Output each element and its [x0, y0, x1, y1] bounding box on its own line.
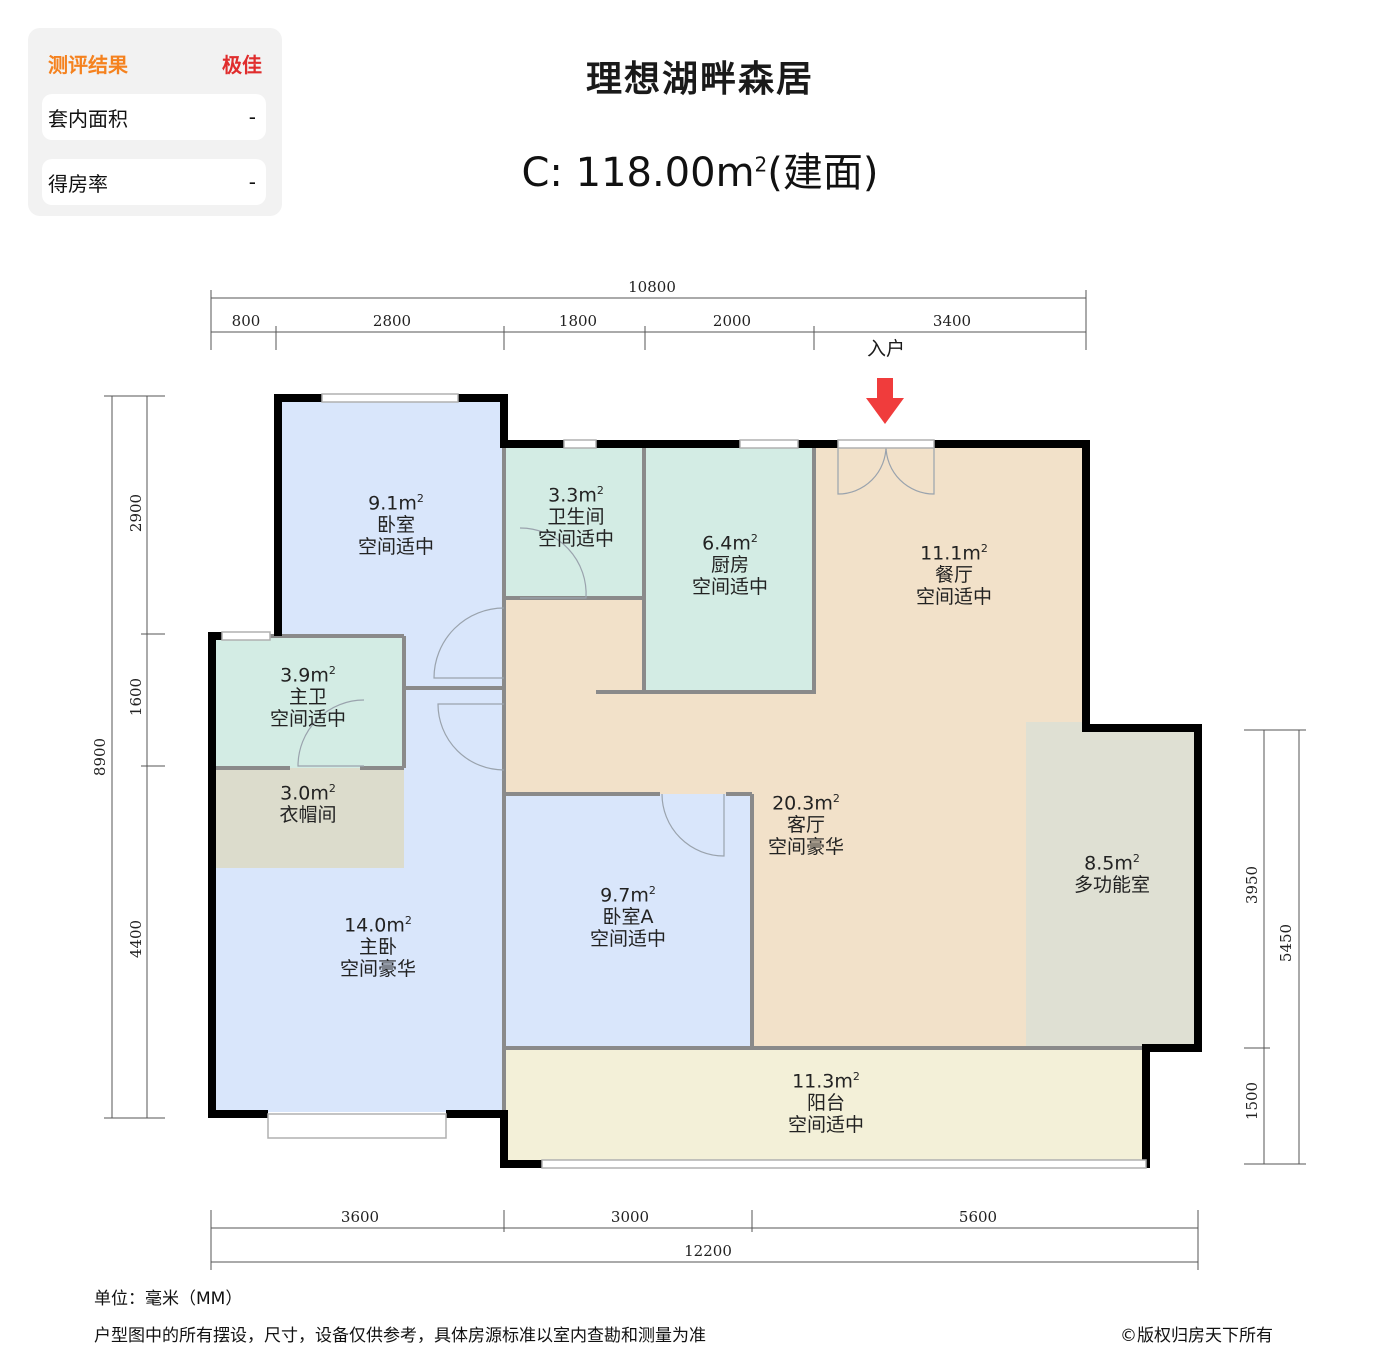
dim-left-seg-1: 2900: [127, 493, 145, 533]
dim-bottom-seg-3: 5600: [958, 1208, 998, 1226]
windows: [221, 393, 1147, 1169]
dim-right-total: 5450: [1277, 923, 1295, 963]
dim-left-total: 8900: [91, 737, 109, 777]
room-multi: 8.5m2 多功能室: [1073, 852, 1150, 897]
evaluation-rating: 极佳: [222, 52, 262, 77]
dimension-lines: [104, 290, 1306, 1270]
dim-top-seg-5: 3400: [932, 312, 972, 330]
dim-right-seg-2: 1500: [1243, 1081, 1261, 1121]
master-bath-fill: [214, 636, 404, 768]
room-fills: [214, 398, 1198, 1162]
unit-type: C: 118.00m2(建面): [0, 140, 1400, 198]
dim-top-total: 10800: [628, 278, 676, 296]
room-bedroom: 9.1m2 卧室 空间适中: [357, 492, 434, 559]
multi-fill: [1026, 722, 1198, 1048]
evaluation-card: 测评结果 极佳 套内面积 - 得房率 -: [28, 28, 282, 216]
room-master-bath: 3.9m2 主卫 空间适中: [269, 664, 346, 731]
efficiency-row: 得房率 -: [42, 159, 266, 205]
inner-area-row: 套内面积 -: [42, 94, 266, 140]
dim-right-seg-1: 3950: [1243, 865, 1261, 905]
inner-area-value: -: [248, 105, 256, 129]
room-kitchen: 6.4m2 厨房 空间适中: [691, 532, 768, 599]
dim-bottom-total: 12200: [684, 1242, 732, 1260]
dim-bottom-seg-2: 3000: [610, 1208, 650, 1226]
dim-left-seg-3: 4400: [127, 919, 145, 959]
room-bathroom: 3.3m2 卫生间 空间适中: [537, 484, 614, 551]
balcony-fill: [504, 1048, 1146, 1162]
unit-note: 单位：毫米（MM）: [94, 1289, 243, 1309]
room-balcony: 11.3m2 阳台 空间适中: [787, 1070, 864, 1137]
evaluation-label: 测评结果: [48, 52, 128, 77]
inner-area-label: 套内面积: [48, 106, 128, 131]
room-living: 20.3m2 客厅 空间豪华: [767, 792, 844, 859]
cloakroom-fill: [214, 768, 404, 868]
disclaimer: 户型图中的所有摆设，尺寸，设备仅供参考，具体房源标准以室内查勘和测量为准: [94, 1326, 706, 1346]
efficiency-value: -: [248, 170, 256, 194]
efficiency-label: 得房率: [48, 171, 108, 196]
dim-top-seg-2: 2800: [372, 312, 412, 330]
door-swings: [297, 445, 935, 857]
room-master: 14.0m2 主卧 空间豪华: [339, 914, 416, 981]
room-bedroom-a: 9.7m2 卧室A 空间适中: [589, 884, 666, 951]
room-dining: 11.1m2 餐厅 空间适中: [915, 542, 992, 609]
page-title: 理想湖畔森居: [585, 59, 814, 100]
dim-top-seg-1: 800: [231, 312, 261, 330]
unit-sup: 2: [754, 152, 768, 177]
entrance-label: 入户: [866, 338, 905, 360]
unit-suffix: (建面): [767, 150, 879, 196]
dim-top-seg-3: 1800: [558, 312, 598, 330]
outer-walls: [208, 394, 1202, 1168]
entrance-arrow-icon: [866, 378, 904, 424]
evaluation-header: 测评结果 极佳: [48, 50, 262, 77]
dim-bottom-seg-1: 3600: [340, 1208, 380, 1226]
unit-area: C: 118.00m: [521, 150, 755, 196]
dim-left-seg-2: 1600: [127, 677, 145, 717]
kitchen-fill: [646, 446, 814, 692]
dim-top-seg-4: 2000: [712, 312, 752, 330]
room-cloakroom: 3.0m2 衣帽间: [279, 782, 337, 827]
bathroom-fill: [504, 446, 644, 598]
copyright: ©版权归房天下所有: [1120, 1326, 1273, 1346]
bedroom-a-fill: [506, 794, 752, 1046]
